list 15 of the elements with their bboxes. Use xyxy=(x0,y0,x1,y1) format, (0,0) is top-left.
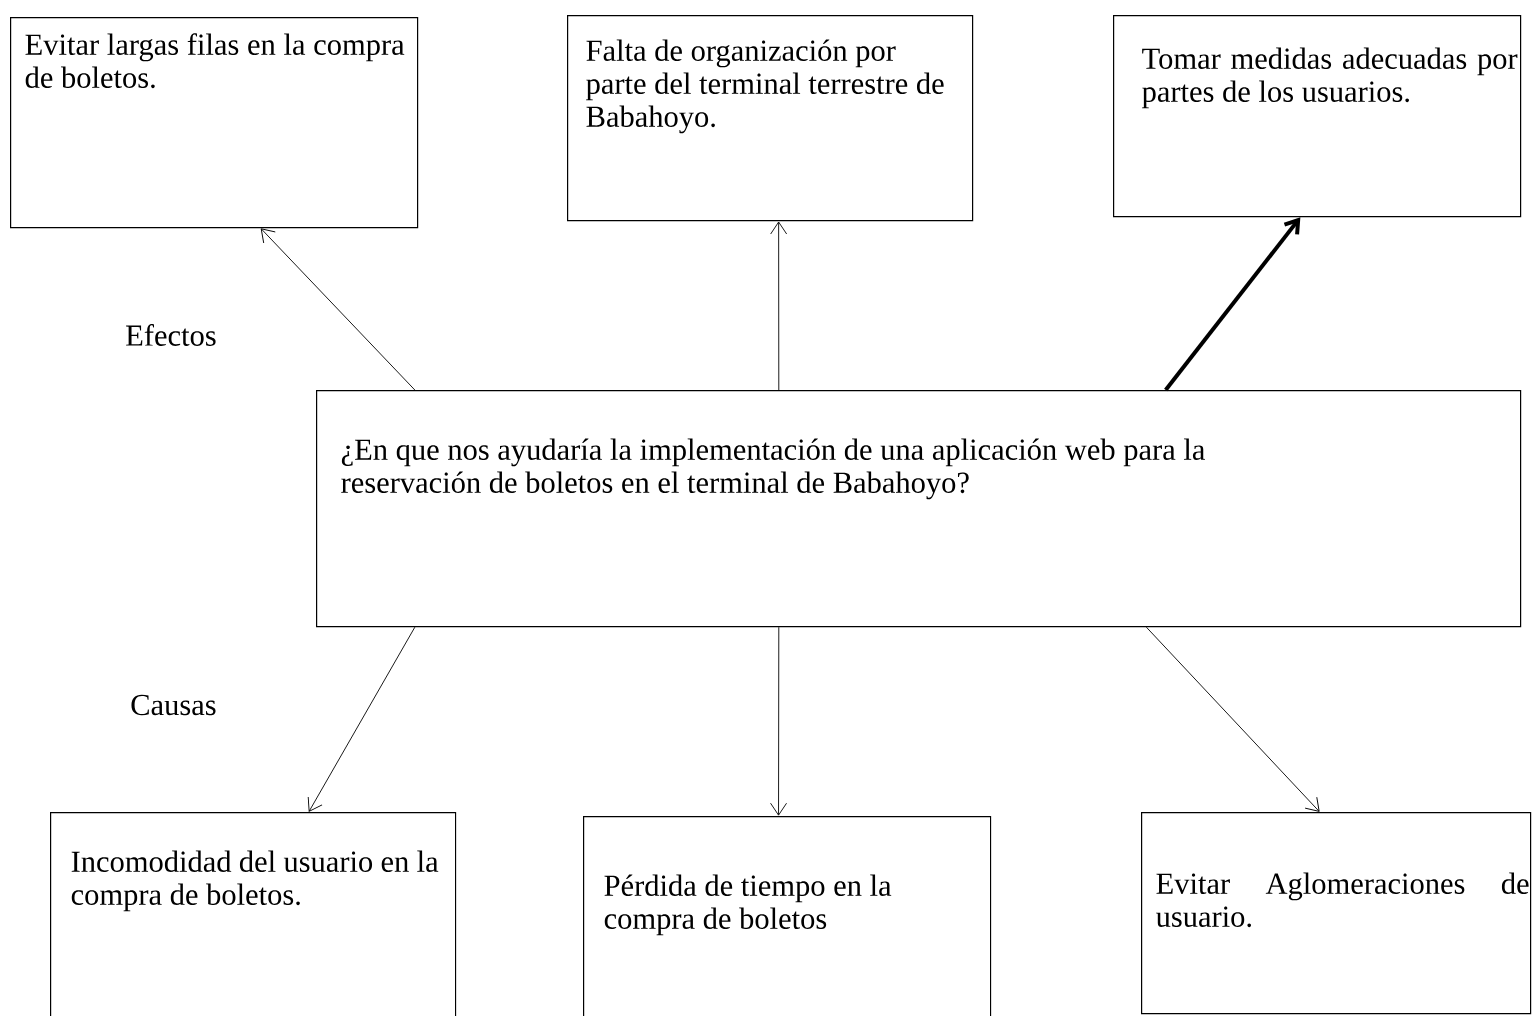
text-box: Falta de organización por parte del terminal terrestre de Babahoyo. xyxy=(567,15,974,222)
arrow xyxy=(1164,217,1301,392)
text-box: Pérdida de tiempo en la compra de boletos xyxy=(583,816,992,1016)
section-label: Efectos xyxy=(126,324,216,346)
arrow xyxy=(260,228,416,391)
text-box: Evitar Aglomeraciones de usuario. xyxy=(1141,812,1532,1015)
text-box: Incomodidad del usuario en la compra de boletos. xyxy=(50,812,457,1016)
text-box: Evitar largas filas en la compra de boletos. xyxy=(10,17,419,229)
text-box: Tomar medidas adecuadas por partes de los usuarios. xyxy=(1113,15,1522,218)
arrow xyxy=(1145,626,1320,812)
arrow xyxy=(770,221,788,391)
text-box: ¿En que nos ayudaría la implementación de una aplicación web para la reservación de boletos en el terminal de Babahoyo? xyxy=(316,390,1522,628)
section-label: Causas xyxy=(131,694,216,716)
arrow xyxy=(307,626,416,812)
arrow xyxy=(770,626,787,816)
